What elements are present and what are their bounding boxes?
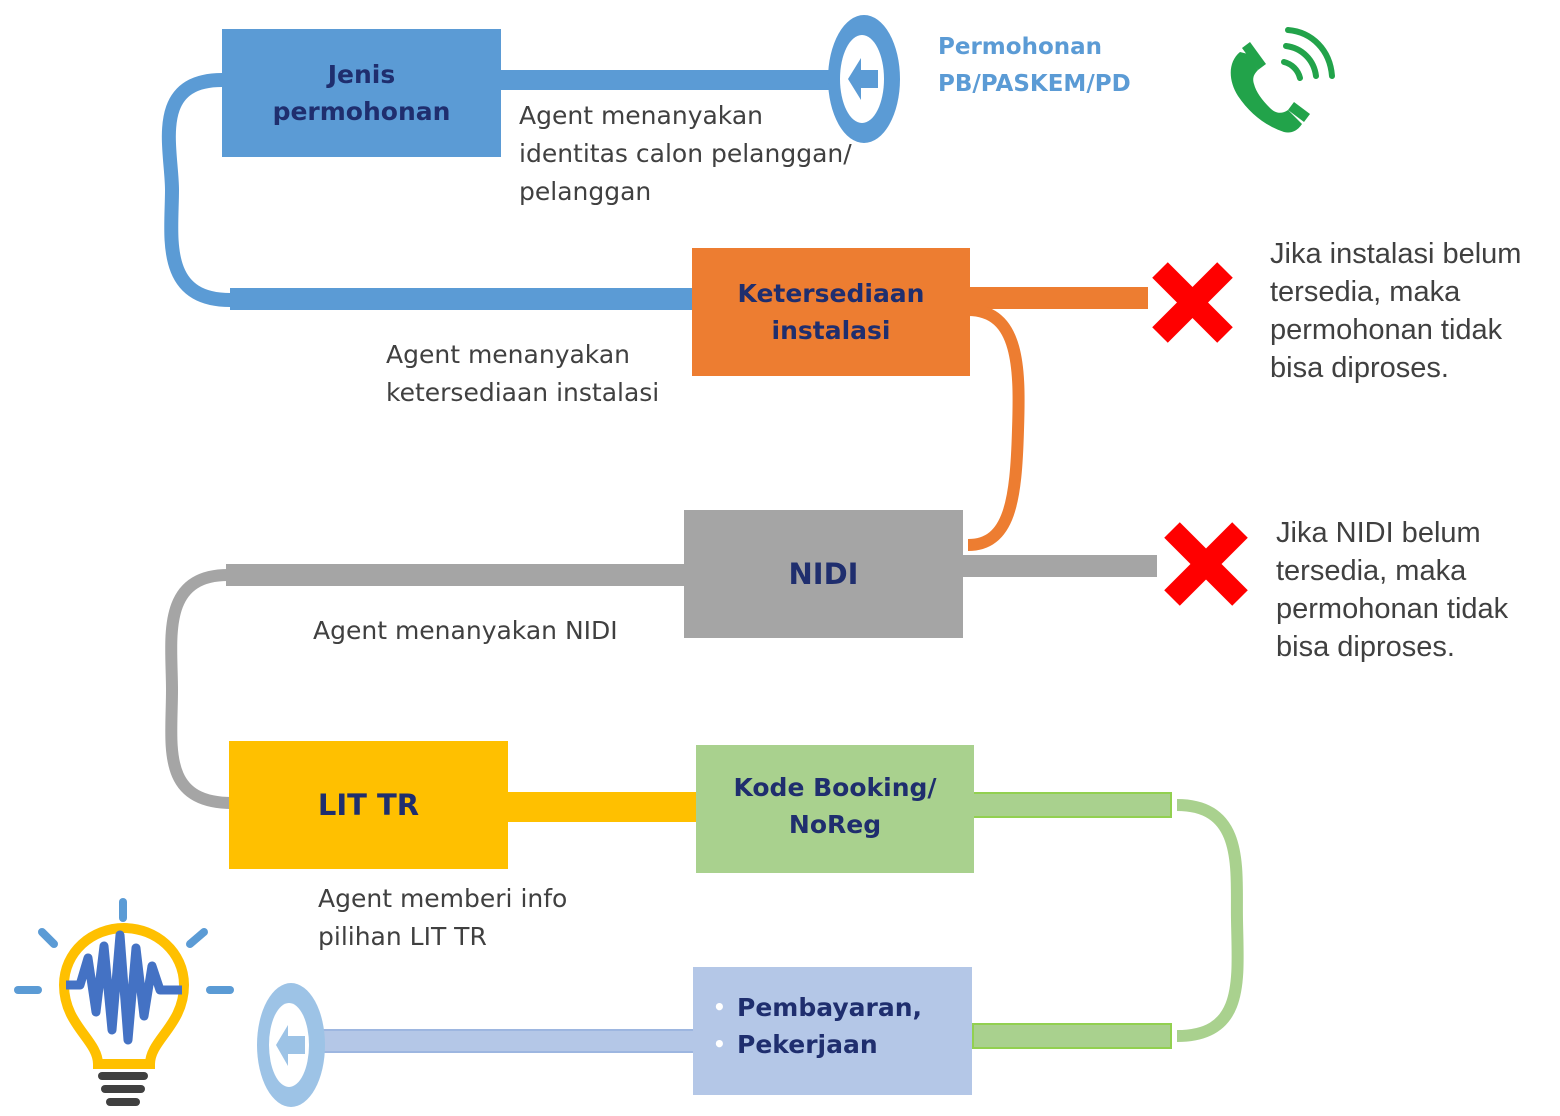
box-ketersediaan-line2: instalasi [771, 316, 891, 345]
desc-ketersediaan-line2: ketersediaan instalasi [386, 378, 660, 407]
loop-nidi-to-lit [165, 569, 233, 809]
box-jenis-permohonan: Jenis permohonan [222, 29, 501, 157]
phone-call-icon [1230, 27, 1335, 133]
left-arrow-circle-icon [828, 15, 900, 143]
rejection-note-instalasi: Jika instalasi belum tersedia, maka perm… [1270, 235, 1521, 387]
rejection-nidi-line2: tersedia, maka [1276, 555, 1467, 587]
rejection-nidi-line4: bisa diproses. [1276, 631, 1455, 663]
box-lit-tr: LIT TR [229, 741, 508, 869]
desc-jenis: Agent menanyakan identitas calon pelangg… [519, 97, 852, 211]
loop-kode-to-pembayaran [1176, 799, 1244, 1042]
desc-jenis-line2: identitas calon pelanggan/ [519, 139, 852, 168]
box-jenis-line1: Jenis [327, 60, 396, 89]
pipe-nidi-left [226, 564, 685, 586]
pembayaran-bullet1: Pembayaran, [737, 993, 922, 1022]
pipe-pembayaran-right [972, 1023, 1172, 1049]
rejection-instalasi-line3: permohonan tidak [1270, 314, 1503, 346]
box-ketersediaan-line1: Ketersediaan [737, 279, 925, 308]
box-jenis-line2: permohonan [272, 97, 451, 126]
desc-lit: Agent memberi info pilihan LIT TR [318, 880, 567, 956]
pipe-kode-right [972, 792, 1172, 818]
bullet-dot: • [713, 1032, 726, 1056]
pipe-lit-to-kode [506, 792, 698, 822]
start-label-line2: PB/PASKEM/PD [938, 71, 1131, 97]
rejection-instalasi-line1: Jika instalasi belum [1270, 238, 1522, 270]
box-pembayaran: • Pembayaran, • Pekerjaan [693, 967, 972, 1095]
desc-lit-line2: pilihan LIT TR [318, 922, 487, 951]
box-ketersediaan-instalasi: Ketersediaan instalasi [692, 248, 970, 376]
pipe-to-ketersediaan [230, 288, 692, 310]
rejection-nidi-line3: permohonan tidak [1276, 593, 1509, 625]
desc-nidi: Agent menanyakan NIDI [313, 612, 618, 650]
box-lit-label: LIT TR [317, 787, 420, 822]
desc-nidi-text: Agent menanyakan NIDI [313, 616, 618, 645]
box-nidi-label: NIDI [788, 556, 859, 591]
desc-jenis-line3: pelanggan [519, 177, 652, 206]
loop-ketersediaan-to-nidi [967, 304, 1025, 551]
bullet-dot: • [713, 995, 726, 1019]
red-x-icon [1164, 522, 1248, 606]
rejection-instalasi-line2: tersedia, maka [1270, 276, 1461, 308]
left-arrow-circle-icon [257, 983, 325, 1107]
pembayaran-bullet2: Pekerjaan [737, 1030, 878, 1059]
start-label-line1: Permohonan [938, 34, 1103, 60]
desc-lit-line1: Agent memberi info [318, 884, 568, 913]
box-kode-booking: Kode Booking/ NoReg [696, 745, 974, 873]
pembayaran-bullet-item: • Pekerjaan [713, 1026, 922, 1063]
rejection-instalasi-line4: bisa diproses. [1270, 352, 1449, 384]
box-kode-line1: Kode Booking/ [733, 773, 937, 802]
box-kode-line2: NoReg [788, 810, 882, 839]
pembayaran-bullet-list: • Pembayaran, • Pekerjaan [713, 989, 922, 1063]
rejection-nidi-line1: Jika NIDI belum [1276, 517, 1481, 549]
start-label: Permohonan PB/PASKEM/PD [938, 29, 1131, 103]
box-nidi: NIDI [684, 510, 963, 638]
loop-jenis-to-ketersediaan [161, 73, 231, 307]
pipe-nidi-to-reject [962, 555, 1157, 577]
pembayaran-bullet-item: • Pembayaran, [713, 989, 922, 1026]
pipe-start-to-jenis [500, 70, 835, 90]
red-x-icon [1152, 262, 1233, 343]
pipe-pembayaran-to-end [319, 1029, 696, 1053]
lightbulb-icon [14, 898, 234, 1106]
desc-ketersediaan: Agent menanyakan ketersediaan instalasi [386, 336, 659, 412]
desc-jenis-line1: Agent menanyakan [519, 101, 764, 130]
pipe-ketersediaan-to-reject [968, 287, 1148, 309]
rejection-note-nidi: Jika NIDI belum tersedia, maka permohona… [1276, 514, 1508, 666]
desc-ketersediaan-line1: Agent menanyakan [386, 340, 631, 369]
